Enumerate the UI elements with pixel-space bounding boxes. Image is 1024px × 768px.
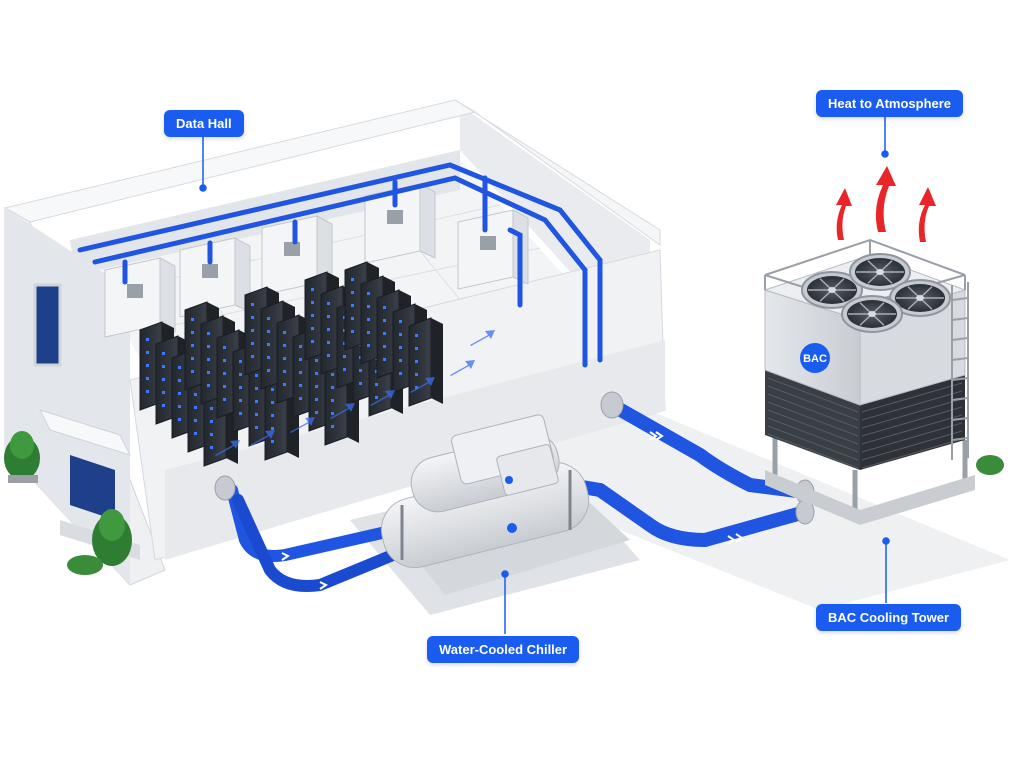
tower-ladder	[951, 282, 969, 460]
cooling-tower: BAC	[763, 238, 975, 525]
front-wall-face	[165, 340, 665, 560]
heat-arrows	[836, 166, 936, 242]
tower-louvres-left	[765, 370, 860, 470]
label-heat-to-atmosphere: Heat to Atmosphere	[816, 90, 964, 117]
tree-icon	[976, 455, 1004, 475]
overhead-pipes	[77, 162, 603, 368]
leader-lines	[199, 116, 890, 634]
crac-unit	[261, 215, 333, 296]
air-arrow-icon	[410, 377, 435, 393]
server-racks	[139, 261, 443, 467]
entrance-canopy	[39, 409, 131, 456]
air-arrow-icon	[330, 403, 355, 419]
label-bac-cooling-tower: BAC Cooling Tower	[816, 604, 962, 631]
tree-icon	[4, 431, 40, 483]
cooling-tower-fan-icon	[849, 253, 911, 291]
wall-top-rim-right	[454, 99, 661, 246]
heat-arrow-icon	[836, 188, 852, 240]
tower-louvre-lines	[767, 377, 963, 469]
data-hall-building	[3, 99, 666, 586]
air-arrow-icon	[215, 440, 240, 456]
cooling-tower-fan-icon	[889, 279, 951, 317]
air-arrow-icon	[290, 417, 315, 433]
cooling-tower-fan-icon	[801, 271, 863, 309]
label-water-cooled-chiller: Water-Cooled Chiller	[427, 636, 580, 663]
cooling-tower-fan-icon	[841, 295, 903, 333]
bac-logo-text: BAC	[803, 353, 827, 365]
crac-unit	[457, 209, 529, 290]
heat-arrow-icon	[875, 166, 896, 232]
air-arrow-icon	[370, 390, 395, 406]
window	[33, 283, 62, 367]
tower-fans	[801, 253, 951, 333]
crac-unit	[104, 257, 176, 338]
server-rack-icon	[408, 317, 443, 407]
crac-unit	[179, 237, 251, 318]
heat-arrow-icon	[918, 187, 936, 242]
label-data-hall: Data Hall	[164, 110, 244, 137]
air-arrow-icon	[250, 430, 275, 446]
crac-units	[104, 183, 529, 338]
tower-base	[765, 470, 975, 525]
flow-chevron-icon	[281, 431, 744, 590]
tree-icon	[67, 509, 132, 575]
air-arrow-icon	[470, 330, 495, 346]
air-arrow-icon	[450, 360, 475, 376]
bac-logo: BAC	[800, 343, 830, 373]
chiller-unit-icon	[380, 414, 630, 595]
entrance-window	[70, 455, 115, 520]
cold-air-arrows	[215, 330, 495, 456]
tower-ground-pad	[420, 390, 1010, 610]
